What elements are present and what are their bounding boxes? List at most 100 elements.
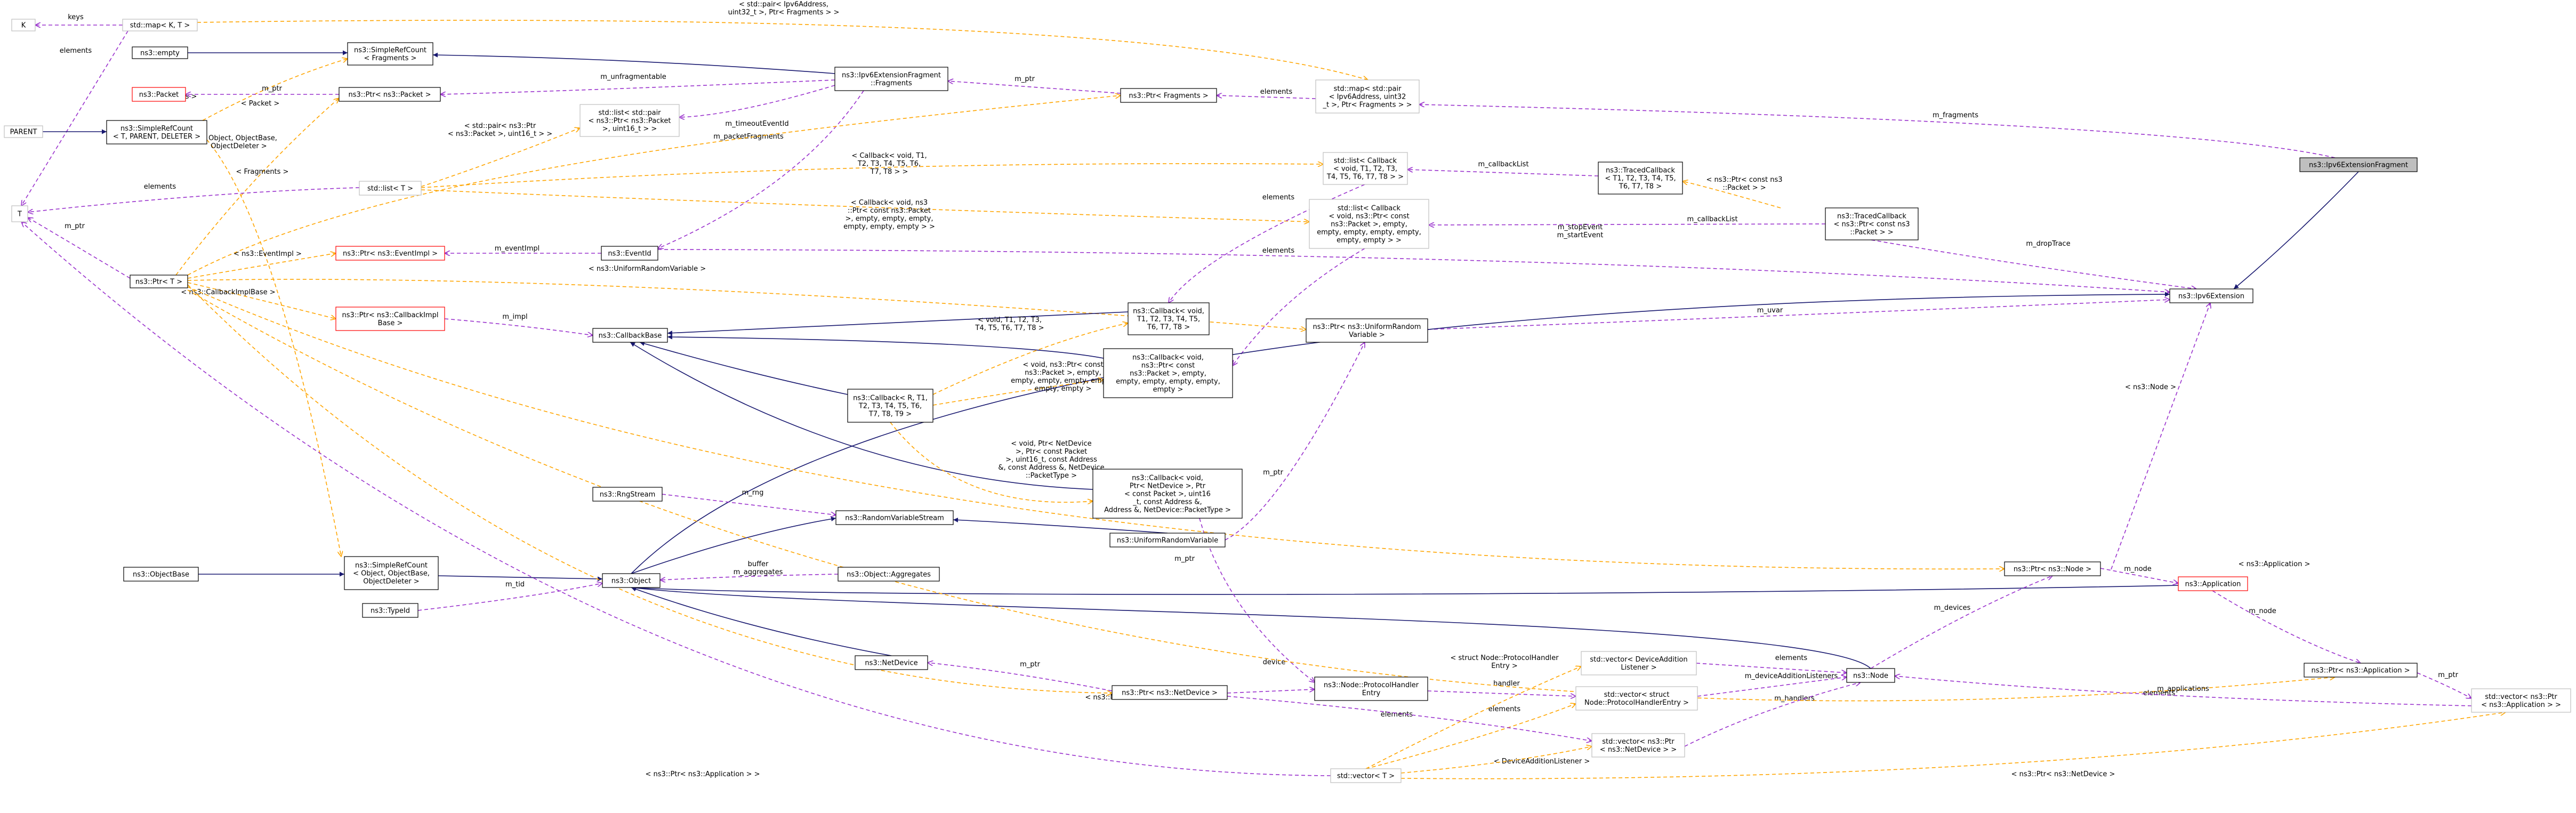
class-node-netdevice[interactable]: ns3::NetDevice: [855, 655, 928, 670]
class-node-list-callback-pkt[interactable]: std::list< Callback< void, ns3::Ptr< con…: [1309, 199, 1429, 249]
edge-inherit-fragments-to-src_fragments: [432, 52, 835, 74]
node-label: T: [17, 211, 22, 219]
class-node-eventid[interactable]: ns3::EventId: [601, 246, 658, 261]
class-node-fragments[interactable]: ns3::Ipv6ExtensionFragment::Fragments: [834, 67, 948, 91]
edge-usage-list_t-to-T: [28, 187, 360, 212]
edge-label: m_ptr: [2438, 671, 2459, 679]
class-node-ptr-netdevice[interactable]: ns3::Ptr< ns3::NetDevice >: [1112, 685, 1228, 700]
edge-label: < Fragments >: [236, 168, 289, 176]
edge-inherit-callbackbase-to-cb_void_pkt: [667, 334, 1104, 359]
class-node-map-k-t[interactable]: std::map< K, T >: [122, 19, 198, 31]
edge-label: elements: [1262, 247, 1295, 255]
node-box: [1575, 686, 1698, 711]
class-node-PARENT[interactable]: PARENT: [4, 125, 43, 138]
edge-template-cb_r-to-cb_netdev: [890, 422, 1093, 502]
class-node-Packet[interactable]: ns3::Packet: [132, 87, 186, 102]
edge-inherit-rvstream-to-urv: [953, 517, 1168, 534]
node-label: ns3::EventId: [608, 250, 651, 258]
node-box: [835, 510, 954, 525]
edge-usage-ptr_urv-to-ipv6ext: [1427, 300, 2170, 330]
class-node-vec-ptr-netdev[interactable]: std::vector< ns3::Ptr< ns3::NetDevice > …: [1591, 733, 1685, 758]
edge-label: elements: [1775, 654, 1808, 662]
edge-label: m_unfragmentable: [600, 73, 666, 81]
edge-label: m_ptr: [65, 222, 85, 230]
edge-label: < Packet >: [241, 100, 280, 108]
node-box: [834, 67, 948, 91]
class-node-map-pair[interactable]: std::map< std::pair< Ipv6Address, uint32…: [1315, 79, 1420, 114]
class-node-ptr-packet[interactable]: ns3::Ptr< ns3::Packet >: [339, 87, 441, 102]
node-box: [335, 246, 445, 261]
node-label: ns3::Ptr< ns3::Node >: [2014, 566, 2091, 574]
edge-label: m_impl: [502, 313, 527, 321]
class-node-traced-t[interactable]: ns3::TracedCallback< T1, T2, T3, T4, T5,…: [1598, 162, 1683, 195]
edge-label: keys: [68, 13, 84, 21]
edge-usage-vec_ptr_app-to-node: [1895, 676, 2472, 706]
edge-template-ptr_t-to-ptr_callbackimpl: [187, 282, 336, 319]
class-node-src-fragments[interactable]: ns3::SimpleRefCount< Fragments >: [347, 42, 433, 66]
edge-label: < ns3::Application >: [2239, 560, 2311, 568]
class-node-objectbase[interactable]: ns3::ObjectBase: [123, 567, 199, 582]
class-node-aggregates[interactable]: ns3::Object::Aggregates: [838, 567, 940, 582]
class-node-ipv6ext[interactable]: ns3::Ipv6Extension: [2169, 288, 2253, 303]
node-label: ns3::CallbackBase: [599, 332, 662, 340]
edge-usage-netdevice-to-ptr_netdevice: [928, 663, 1113, 691]
edge-label: < void, T1, T2, T3,T4, T5, T6, T7, T8 >: [975, 316, 1044, 332]
class-node-T[interactable]: T: [11, 205, 28, 222]
edge-usage-list_callback_pkt-to-cb_void_pkt: [1233, 248, 1365, 366]
class-node-application[interactable]: ns3::Application: [2178, 576, 2248, 591]
class-node-cb-r[interactable]: ns3::Callback< R, T1,T2, T3, T4, T5, T6,…: [847, 389, 933, 423]
edge-label: elements: [60, 47, 92, 55]
class-node-rngstream[interactable]: ns3::RngStream: [592, 487, 663, 502]
node-box: [1581, 651, 1697, 675]
edge-label: elements: [1262, 194, 1295, 202]
class-node-src-parent[interactable]: ns3::SimpleRefCount< T, PARENT, DELETER …: [106, 120, 207, 144]
class-node-ptr-eventimpl[interactable]: ns3::Ptr< ns3::EventImpl >: [335, 246, 445, 261]
edge-inherit-object-to-netdevice: [631, 586, 892, 656]
class-node-vec-ptr-app[interactable]: std::vector< ns3::Ptr< ns3::Application …: [2471, 688, 2571, 713]
class-node-rvstream[interactable]: ns3::RandomVariableStream: [835, 510, 954, 525]
class-node-src-object[interactable]: ns3::SimpleRefCount< Object, ObjectBase,…: [344, 556, 439, 590]
class-node-empty[interactable]: ns3::empty: [132, 46, 188, 59]
node-box: [106, 120, 207, 144]
edge-usage-typeid-to-object: [417, 583, 602, 611]
class-node-ptr-node[interactable]: ns3::Ptr< ns3::Node >: [2004, 561, 2101, 576]
class-node-typeid[interactable]: ns3::TypeId: [362, 603, 418, 618]
class-node-list-pair[interactable]: std::list< std::pair< ns3::Ptr< ns3::Pac…: [579, 104, 680, 137]
node-box: [855, 655, 928, 670]
class-node-list-t[interactable]: std::list< T >: [359, 181, 422, 196]
node-label: ns3::Ipv6ExtensionFragment: [2309, 162, 2408, 170]
edge-template-list_t-to-list_pair: [421, 128, 580, 187]
node-label: PARENT: [10, 128, 37, 136]
class-node-traced-pkt[interactable]: ns3::TracedCallback< ns3::Ptr< const ns3…: [1825, 207, 1919, 240]
node-box: [1112, 685, 1228, 700]
class-node-ptr-app[interactable]: ns3::Ptr< ns3::Application >: [2304, 663, 2418, 678]
class-node-cb-void-t[interactable]: ns3::Callback< void,T1, T2, T3, T4, T5,T…: [1128, 302, 1210, 335]
edge-template-cb_r-to-cb_void_t: [932, 323, 1128, 395]
class-node-list-callback-t[interactable]: std::list< Callback< void, T1, T2, T3,T4…: [1323, 152, 1408, 185]
class-node-callbackbase[interactable]: ns3::CallbackBase: [592, 328, 668, 343]
class-node-node[interactable]: ns3::Node: [1846, 668, 1895, 683]
edge-label: < ns3::Node >: [2125, 383, 2176, 391]
edge-inherit-object-to-node: [631, 585, 1871, 669]
class-node-ptr-t[interactable]: ns3::Ptr< T >: [130, 275, 188, 288]
node-label: std::list< Callback< void, ns3::Ptr< con…: [1317, 205, 1421, 245]
class-node-vec-t[interactable]: std::vector< T >: [1330, 768, 1402, 783]
node-box: [847, 389, 933, 423]
class-node-highlight[interactable]: ns3::Ipv6ExtensionFragment: [2299, 157, 2418, 172]
edge-usage-traced_pkt-to-list_callback_pkt: [1429, 224, 1826, 225]
class-node-K[interactable]: K: [11, 19, 36, 31]
node-box: [1120, 88, 1217, 103]
edge-usage-ptr_t-to-T: [28, 218, 131, 279]
class-node-urv[interactable]: ns3::UniformRandomVariable: [1109, 533, 1226, 548]
class-node-cb-netdev[interactable]: ns3::Callback< void,Ptr< NetDevice >, Pt…: [1092, 469, 1243, 519]
class-node-object[interactable]: ns3::Object: [602, 573, 661, 588]
class-node-ptr-fragments[interactable]: ns3::Ptr< Fragments >: [1120, 88, 1217, 103]
edge-template-ptr_t-to-ptr_urv: [187, 279, 1306, 329]
